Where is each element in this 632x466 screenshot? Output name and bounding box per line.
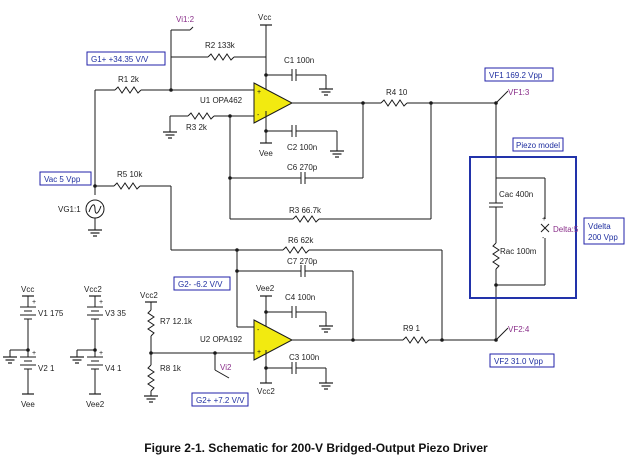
resistor-rac [492,242,500,270]
rac-label: Rac 100m [500,247,537,256]
opamp-u1 [253,82,294,124]
c7-label: C7 270p [287,257,318,266]
resistor-r1 [114,86,142,94]
annotation-vf1: VF1 169.2 Vpp [484,67,554,82]
resistor-r6 [282,246,310,254]
vf1-label: VF1:3 [508,88,530,97]
annotation-vac: Vac 5 Vpp [39,171,92,186]
v1-label: V1 175 [38,309,64,318]
resistor-r8 [147,364,155,392]
vi1-label: Vi1:2 [176,15,195,24]
resistor-r2 [207,53,235,61]
r2-label: R2 133k [205,41,236,50]
c1-label: C1 100n [284,56,314,65]
vcc2-label-u2: Vcc2 [257,387,275,396]
vf1-annotation: VF1 169.2 Vpp [489,71,543,80]
v3-label: V3 35 [105,309,126,318]
source-vg1: VG1:1 [58,184,105,237]
u2-label: U2 OPA192 [200,335,243,344]
resistor-r5 [113,182,141,190]
c4-label: C4 100n [285,293,315,302]
vg1-label: VG1:1 [58,205,81,214]
vee2-label-supply: Vee2 [86,400,105,409]
delta-label: Delta:5 [553,225,579,234]
annotation-vf2: VF2 31.0 Vpp [489,353,555,368]
piezo-model-box [469,156,577,299]
resistor-r7 [147,309,155,337]
power-supplies: Vcc + V1 175 + V2 1 Vee Vcc2 + V3 35 [2,285,126,409]
vcc-label-supply: Vcc [21,285,34,294]
vdelta-label: Vdelta [588,222,611,231]
r4-label: R4 10 [386,88,408,97]
svg-text:-: - [257,112,260,119]
svg-text:+: + [99,350,103,357]
annotation-g2p: G2+ +7.2 V/V [191,392,249,407]
g1-gain-label: G1+ +34.35 V/V [91,55,149,64]
svg-text:+: + [257,89,261,96]
resistor-r9 [402,336,430,344]
annotation-piezo-title: Piezo model [512,137,564,152]
piezo-model: Cac 400n Rac 100m + - Delta:5 [469,156,579,299]
svg-text:-: - [542,235,545,242]
annotation-g2m: G2- -6.2 V/V [173,276,231,291]
v4-label: V4 1 [105,364,122,373]
svg-text:+: + [32,299,36,306]
schematic-canvas: Vi1:2 R2 133k Vcc C1 100n R1 2k + - U1 O… [2,13,625,409]
u1-label: U1 OPA462 [200,96,243,105]
opamp-u2 [253,319,294,361]
vee-label-supply: Vee [21,400,35,409]
vee2-label-u2: Vee2 [256,284,275,293]
v2-label: V2 1 [38,364,55,373]
g2-plus-gain-label: G2+ +7.2 V/V [196,396,245,405]
vi2-label: Vi2 [220,363,232,372]
r3b-label: R3 66.7k [289,206,322,215]
svg-text:+: + [99,299,103,306]
vf2-annotation: VF2 31.0 Vpp [494,357,543,366]
svg-text:-: - [257,327,260,334]
svg-text:+: + [542,216,546,223]
cac-label: Cac 400n [499,190,533,199]
annotation-g1: G1+ +34.35 V/V [86,51,166,66]
r3-label: R3 2k [186,123,208,132]
vcc2-label-r7: Vcc2 [140,291,158,300]
r6-label: R6 62k [288,236,314,245]
u1-stage: Vi1:2 R2 133k Vcc C1 100n R1 2k + - U1 O… [94,13,530,223]
r7-label: R7 12.1k [160,317,193,326]
annotation-vdelta: Vdelta 200 Vpp [583,217,625,245]
c3-label: C3 100n [289,353,319,362]
vee-label-u1: Vee [259,149,273,158]
r9-label: R9 1 [403,324,420,333]
c2-label: C2 100n [287,143,317,152]
u2-stage: R6 62k C7 270p Vee2 C4 100n - + U2 OPA19… [140,236,530,403]
g2-minus-gain-label: G2- -6.2 V/V [178,280,223,289]
vac-label: Vac 5 Vpp [44,175,81,184]
vf2-label: VF2:4 [508,325,530,334]
resistor-r3b [292,215,320,223]
r1-label: R1 2k [118,75,140,84]
piezo-model-title: Piezo model [516,141,560,150]
vcc-label-top: Vcc [258,13,271,22]
r8-label: R8 1k [160,364,182,373]
resistor-r4 [380,99,408,107]
c6-label: C6 270p [287,163,318,172]
r5-label: R5 10k [117,170,143,179]
vdelta-value: 200 Vpp [588,233,618,242]
figure-caption: Figure 2-1. Schematic for 200-V Bridged-… [144,441,488,455]
resistor-r3 [187,112,215,120]
vcc2-label-supply: Vcc2 [84,285,102,294]
svg-text:+: + [257,349,261,356]
svg-text:+: + [32,350,36,357]
